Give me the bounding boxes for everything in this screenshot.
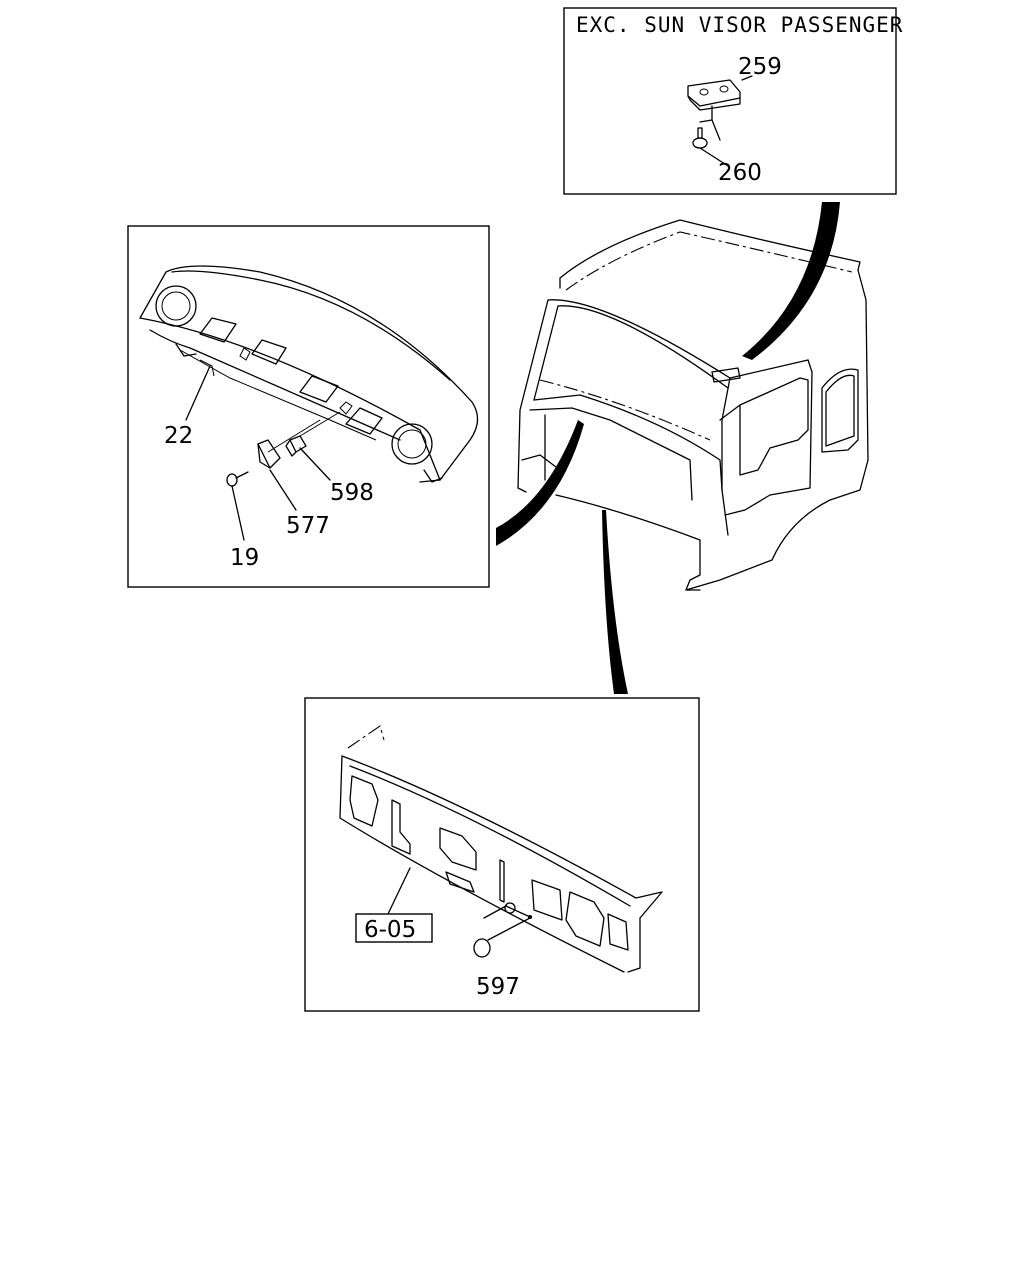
part-label-577: 577: [286, 513, 330, 539]
inset-title: EXC. SUN VISOR PASSENGER: [576, 13, 903, 37]
inset-overhead-console: 22 598 577 19: [127, 225, 490, 588]
inset-front-panel: 597 6-05: [304, 697, 700, 1012]
part-label-260: 260: [718, 160, 762, 186]
reference-box: [355, 913, 433, 943]
part-label-22: 22: [164, 423, 193, 449]
cab-body-drawing: [517, 219, 869, 591]
part-label-19: 19: [230, 545, 259, 571]
inset-sun-visor: EXC. SUN VISOR PASSENGER 259 260: [563, 7, 903, 195]
part-label-597: 597: [476, 974, 520, 1000]
part-label-259: 259: [738, 54, 782, 80]
part-label-598: 598: [330, 480, 374, 506]
callout-leaders: [496, 202, 840, 694]
reference-label: 6-05: [364, 917, 416, 943]
